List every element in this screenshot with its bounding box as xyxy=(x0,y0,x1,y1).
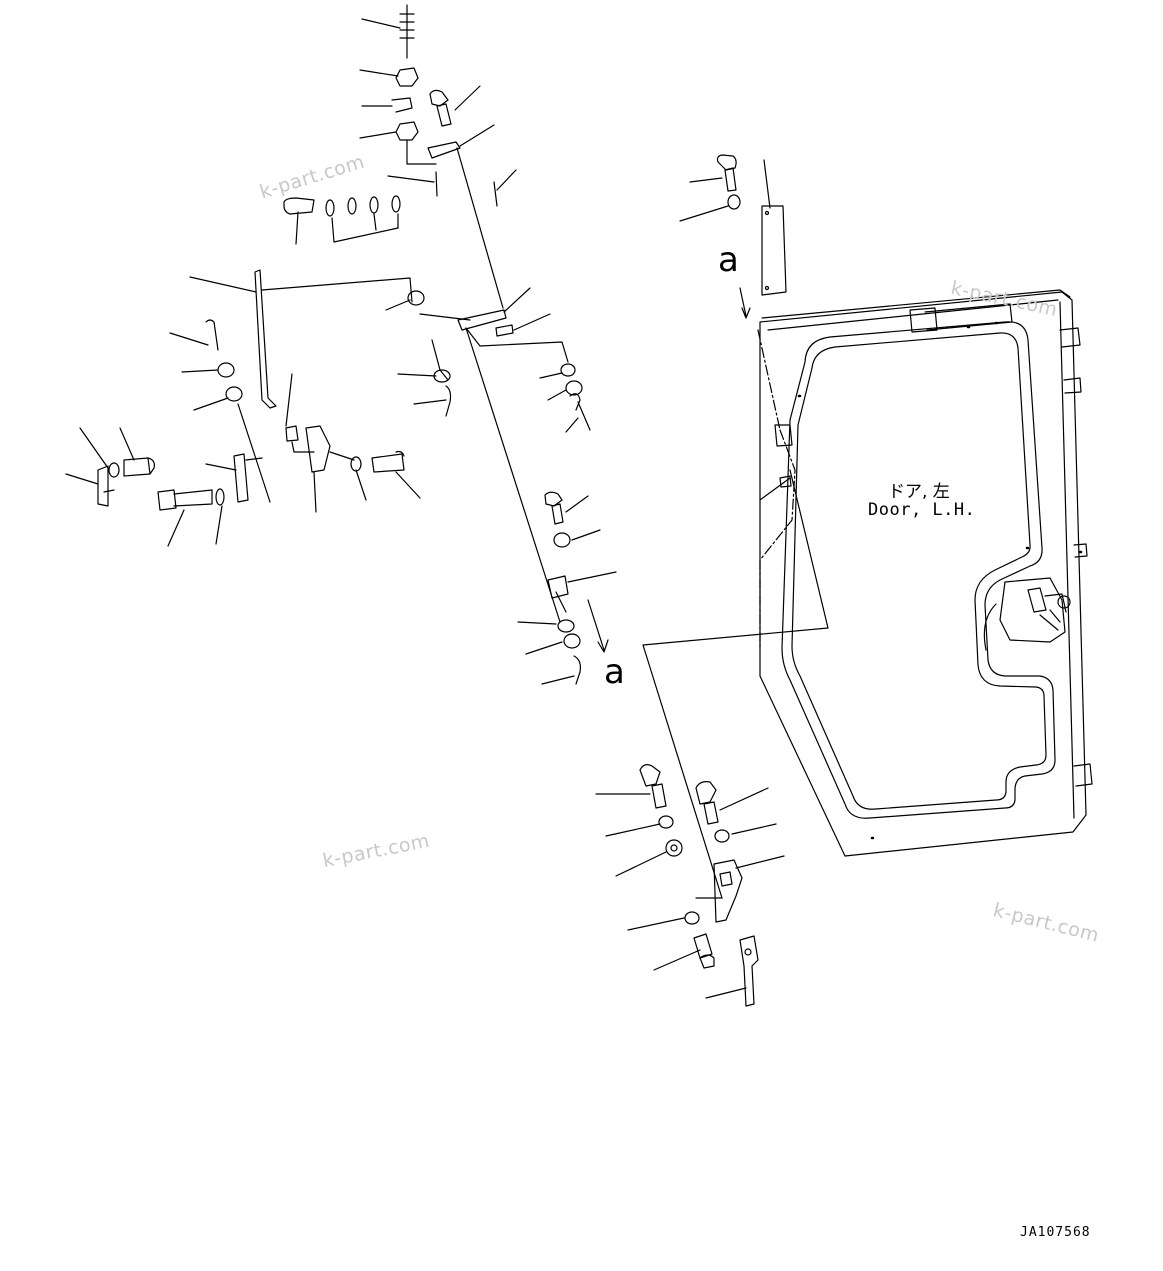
door-label-english: Door, L.H. xyxy=(868,500,976,520)
center-rod-chain xyxy=(359,4,617,685)
door-frame xyxy=(757,289,1093,857)
cover-plate xyxy=(679,154,787,319)
left-lever-group xyxy=(65,195,471,547)
bottom-lock-assembly xyxy=(595,764,785,1007)
reference-mark-a-bottom: a xyxy=(604,652,625,692)
drawing-id: JA107568 xyxy=(1020,1225,1091,1240)
reference-mark-a-top: a xyxy=(718,240,739,280)
door-label-japanese: ドア, 左 xyxy=(888,482,950,502)
